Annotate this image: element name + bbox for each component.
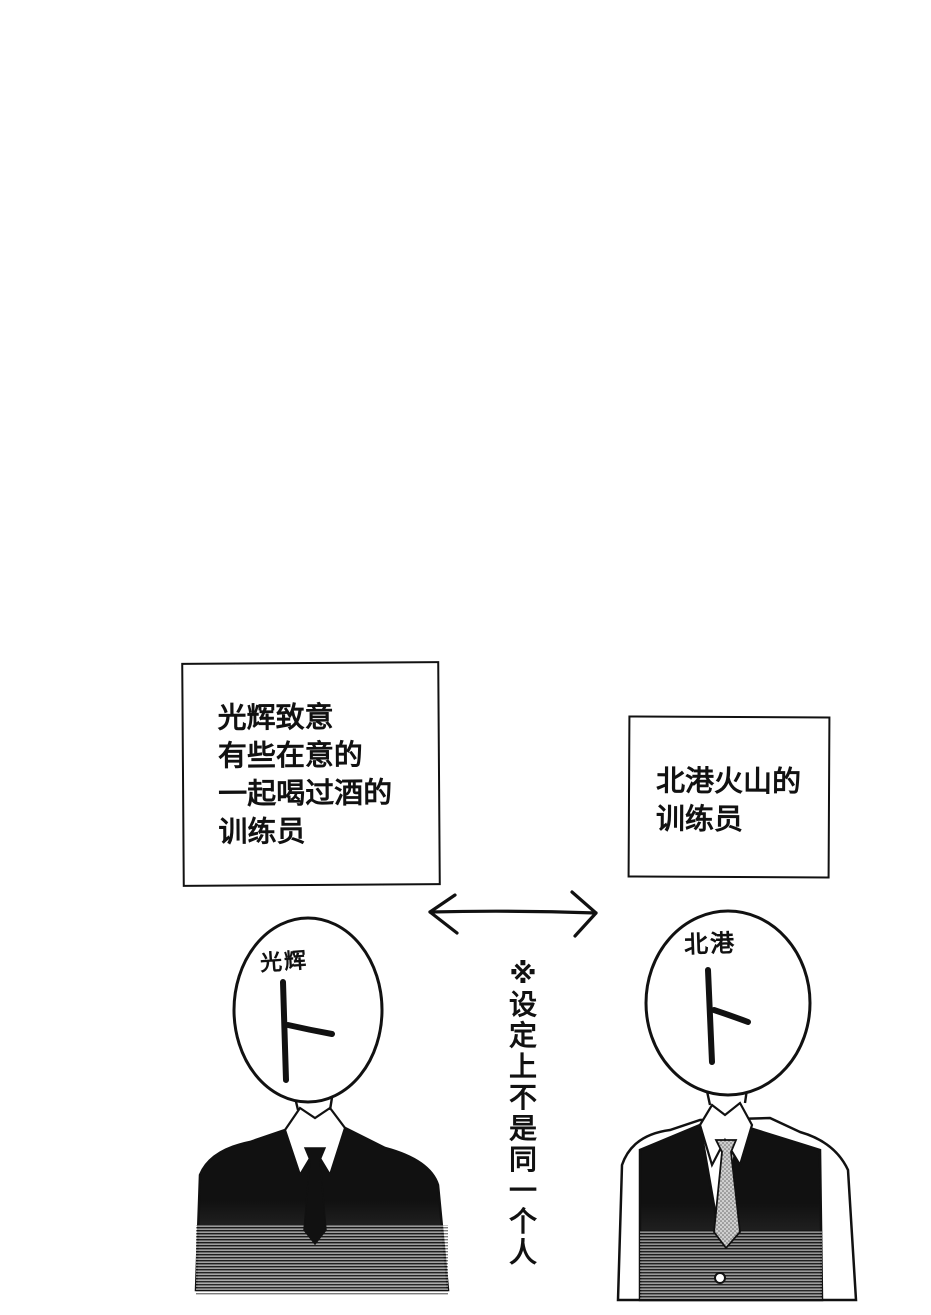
- left-caption-box: 光辉致意 有些在意的 一起喝过酒的 训练员: [181, 661, 441, 887]
- right-tie: [713, 1139, 741, 1250]
- left-caption-line: 光辉致意: [217, 699, 334, 735]
- right-caption-line: 北港火山的: [655, 763, 802, 799]
- left-face-glyph: [280, 979, 335, 1083]
- vertical-note-char: 上: [508, 1050, 537, 1083]
- right-character: [616, 909, 858, 1302]
- vertical-note-char: ※: [509, 957, 537, 990]
- vertical-note-char: 一: [508, 1174, 537, 1207]
- left-caption-line: 训练员: [218, 814, 306, 849]
- left-tie: [303, 1147, 327, 1246]
- vertical-note-char: 是: [508, 1112, 537, 1145]
- right-caption-text: 北港火山的 训练员: [656, 762, 801, 839]
- right-vest-button: [714, 1272, 726, 1284]
- vertical-note-char: 个: [508, 1205, 537, 1238]
- left-shirt-collar: [283, 1106, 347, 1178]
- right-caption-line: 训练员: [655, 801, 743, 837]
- right-face-label: 北港: [683, 929, 737, 959]
- vertical-note-char: 设: [508, 988, 537, 1021]
- vertical-note: ※ 设 定 上 不 是 同 一 个 人: [505, 958, 541, 1268]
- left-caption-text: 光辉致意 有些在意的 一起喝过酒的 训练员: [217, 697, 392, 850]
- right-face-glyph: [705, 967, 751, 1065]
- right-caption-box: 北港火山的 训练员: [627, 715, 831, 879]
- left-face-label: 光辉: [259, 948, 310, 977]
- vertical-note-char: 定: [508, 1019, 537, 1052]
- vertical-note-char: 同: [508, 1143, 537, 1176]
- vertical-note-char: 人: [508, 1236, 537, 1269]
- double-headed-arrow-icon: [428, 890, 598, 938]
- left-character: [194, 916, 450, 1295]
- right-head: [644, 909, 812, 1097]
- left-head: [232, 916, 384, 1104]
- vertical-note-char: 不: [508, 1081, 537, 1114]
- right-shirt-collar: [698, 1101, 754, 1168]
- left-caption-line: 有些在意的: [217, 737, 364, 773]
- left-caption-line: 一起喝过酒的: [218, 775, 393, 811]
